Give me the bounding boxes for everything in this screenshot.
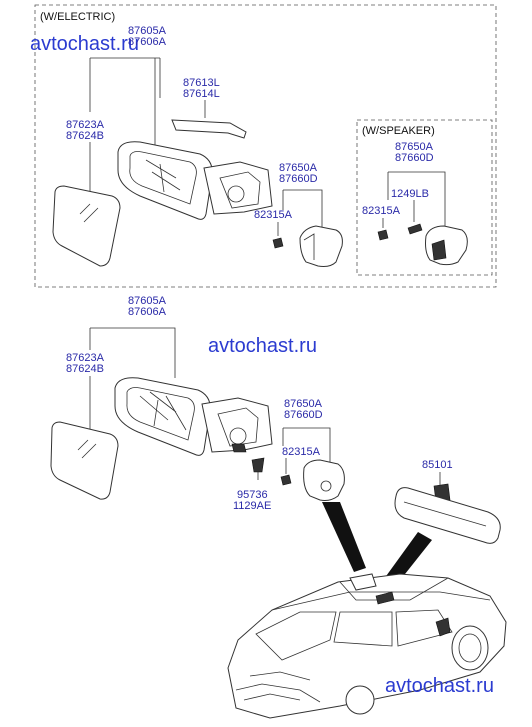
standard-housing-code-2: 87606A (128, 306, 167, 318)
speaker-header: (W/SPEAKER) (362, 125, 435, 137)
watermark-top: avtochast.ru (30, 33, 139, 55)
standard-mirror-cap (303, 459, 345, 501)
electric-housing-leader (89, 57, 161, 148)
standard-cap-leader (282, 427, 331, 462)
pointer-outside-mirror (322, 502, 366, 572)
standard-housing-leader (89, 327, 176, 378)
inside-mirror (394, 487, 501, 544)
standard-fastener-code-1: 95736 (237, 489, 268, 501)
inside-mirror-code: 85101 (422, 459, 453, 471)
electric-cover-code-1: 87613L (183, 77, 220, 89)
speaker-bolt-code: 1249LB (391, 188, 429, 200)
electric-cap-detail (303, 233, 315, 260)
standard-screw (280, 474, 292, 486)
speaker-cap-code-2: 87660D (395, 152, 434, 164)
speaker-screw-code: 82315A (362, 205, 401, 217)
electric-cap-code-2: 87660D (279, 173, 318, 185)
electric-glass-code-1: 87623A (66, 119, 105, 131)
standard-glass-code-2: 87624B (66, 363, 104, 375)
standard-glass-code-1: 87623A (66, 352, 105, 364)
speaker-grille (431, 239, 447, 261)
speaker-mirror-cap (425, 225, 468, 266)
standard-screw-code: 82315A (282, 446, 321, 458)
standard-cap-hole (320, 480, 332, 492)
electric-mirror-housing (117, 141, 273, 220)
electric-housing-code-2: 87606A (128, 36, 167, 48)
standard-cap-code-2: 87660D (284, 409, 323, 421)
electric-cap-code-1: 87650A (279, 162, 318, 174)
standard-glass-glare (77, 439, 97, 459)
electric-header: (W/ELECTRIC) (40, 11, 115, 23)
electric-screw-code: 82315A (254, 209, 293, 221)
electric-glass-glare (79, 203, 99, 223)
electric-glass-code-2: 87624B (66, 130, 104, 142)
electric-cover-code-2: 87614L (183, 88, 220, 100)
electric-screw (272, 237, 284, 249)
speaker-cap-code-1: 87650A (395, 141, 434, 153)
electric-cover-strip (171, 119, 247, 139)
standard-cap-code-1: 87650A (284, 398, 323, 410)
electric-mirror-cap (299, 225, 343, 267)
car-illustration (227, 573, 507, 719)
standard-fastener (251, 457, 265, 473)
electric-housing-code-1: 87605A (128, 25, 167, 37)
watermark-middle: avtochast.ru (208, 335, 317, 357)
electric-cap-leader (282, 189, 323, 232)
speaker-cap-leader (387, 171, 446, 226)
speaker-bolt (407, 223, 423, 235)
inside-mirror-edge (403, 501, 487, 527)
standard-housing-code-1: 87605A (128, 295, 167, 307)
standard-mirror-housing (114, 377, 273, 456)
watermark-bottom: avtochast.ru (385, 675, 494, 697)
standard-mirror-glass (50, 421, 119, 500)
speaker-screw (377, 229, 389, 241)
electric-mirror-glass (52, 185, 121, 267)
standard-fastener-code-2: 1129AE (233, 500, 271, 512)
speaker-section-frame (356, 119, 493, 276)
electric-section-frame (34, 4, 497, 288)
